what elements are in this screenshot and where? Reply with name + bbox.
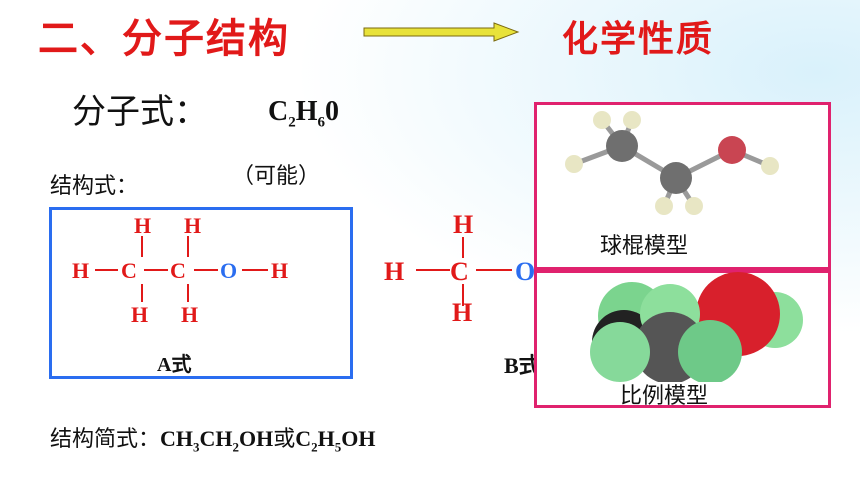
structural-formula-label: 结构式： bbox=[50, 174, 139, 199]
ball-stick-model-label: 球棍模型 bbox=[600, 234, 689, 259]
atom-h: H bbox=[131, 302, 149, 327]
condensed-formula-label: 结构简式： bbox=[50, 427, 161, 452]
space-filling-model-label: 比例模型 bbox=[620, 384, 709, 409]
ball-stick-model-image bbox=[565, 111, 779, 215]
atom-h: H bbox=[184, 213, 202, 238]
possibility-note: （可能） bbox=[232, 164, 321, 189]
molecular-formula: C2H60 bbox=[268, 96, 340, 131]
atom-h: H bbox=[384, 257, 405, 286]
atom-h: H bbox=[271, 258, 289, 283]
atom-o: O bbox=[515, 257, 536, 286]
formula-a-diagram bbox=[95, 236, 268, 302]
section-title: 二、分子结构 bbox=[38, 16, 290, 62]
formula-b-diagram bbox=[416, 237, 512, 306]
atom-h: H bbox=[134, 213, 152, 238]
formula-a-label: A式 bbox=[157, 354, 192, 376]
atom-h: H bbox=[453, 210, 474, 239]
condensed-formula: 结构简式：CH3CH2OH或C2H5OH bbox=[50, 421, 376, 455]
atom-o: O bbox=[220, 258, 238, 283]
arrow-right-icon bbox=[363, 22, 520, 42]
formula-a-box bbox=[49, 207, 353, 379]
atom-h: H bbox=[72, 258, 90, 283]
condensed-formula-connector: 或 bbox=[273, 427, 296, 452]
space-filling-model-image bbox=[590, 272, 803, 382]
atom-c: C bbox=[450, 257, 469, 286]
condensed-formula-alt: C2H5OH bbox=[295, 426, 376, 455]
section-subtitle: 化学性质 bbox=[562, 19, 715, 60]
atom-c: C bbox=[170, 258, 186, 283]
atom-h: H bbox=[452, 298, 473, 327]
molecular-formula-label: 分子式： bbox=[72, 92, 208, 132]
condensed-formula-value: CH3CH2OH bbox=[160, 426, 274, 455]
atom-c: C bbox=[121, 258, 137, 283]
atom-h: H bbox=[181, 302, 199, 327]
